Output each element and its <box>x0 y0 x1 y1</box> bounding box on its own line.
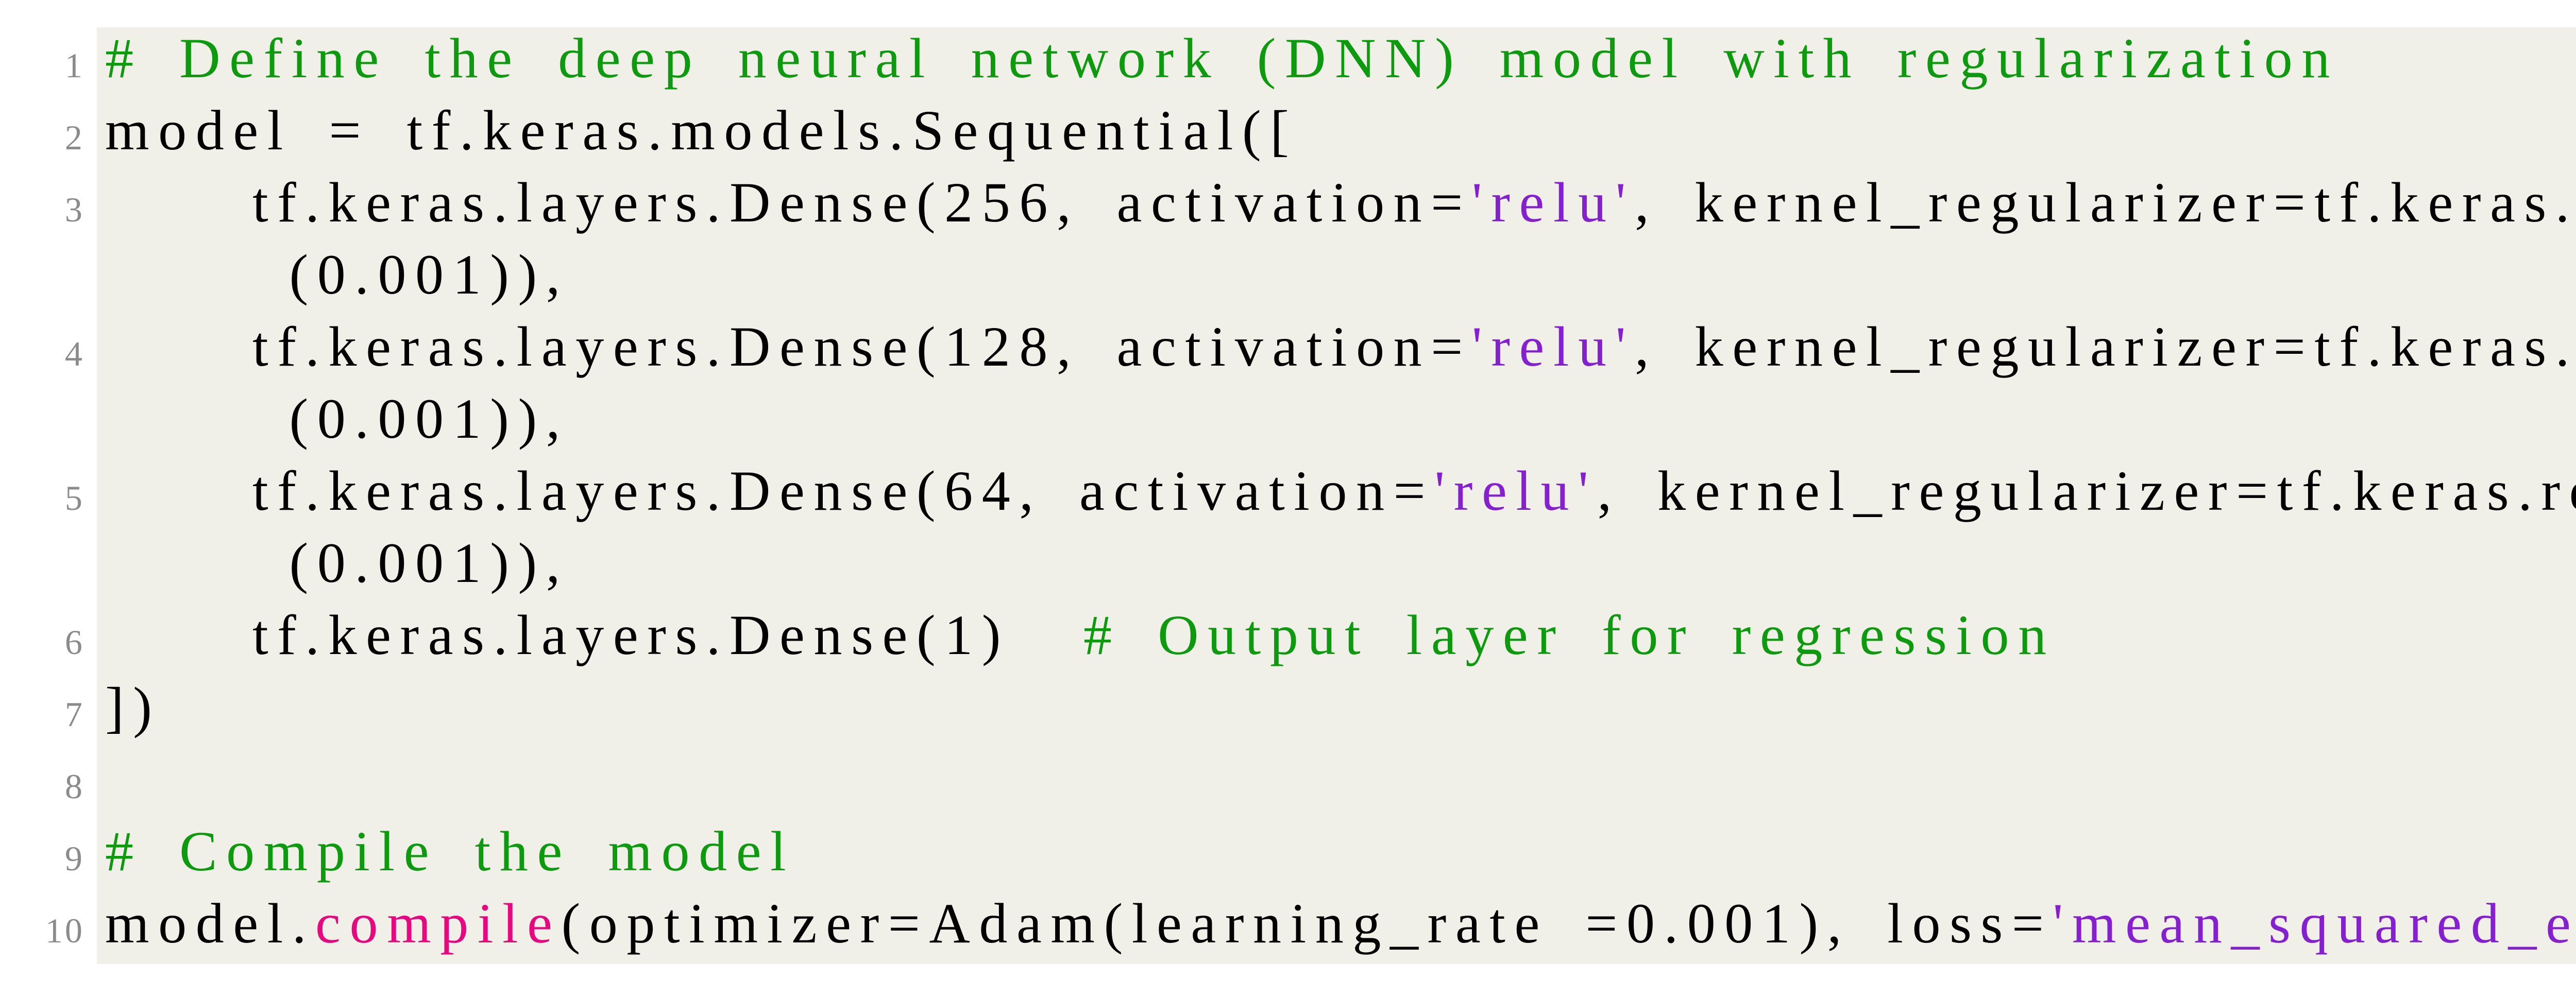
code-rows: # Define the deep neural network (DNN) m… <box>105 27 2576 959</box>
code-line: (0.001)), <box>105 527 2576 599</box>
line-number: 4 <box>64 334 84 373</box>
code-line: tf.keras.layers.Dense(128, activation='r… <box>105 311 2576 383</box>
line-number: 6 <box>64 623 84 662</box>
line-number <box>0 246 84 318</box>
line-number: 2 <box>64 118 84 157</box>
line-number: 1 <box>64 46 84 85</box>
code-segment-code: (0.001)), <box>105 387 569 450</box>
code-line: tf.keras.layers.Dense(64, activation='re… <box>105 455 2576 527</box>
code-segment-string: 'relu' <box>1471 315 1635 378</box>
code-line: # Compile the model <box>105 815 2576 887</box>
code-segment-code: tf.keras.layers.Dense(128, activation= <box>105 315 1472 378</box>
code-segment-code: ]) <box>105 676 161 738</box>
code-segment-code: tf.keras.layers.Dense(1) <box>105 604 1083 666</box>
line-number: 8 <box>64 767 84 806</box>
code-line: model.compile(optimizer=Adam(learning_ra… <box>105 887 2576 959</box>
code-segment-comment: # Compile the model <box>105 820 795 883</box>
code-line: # Define the deep neural network (DNN) m… <box>105 27 2576 94</box>
line-number: 10 <box>45 911 84 950</box>
code-line <box>105 743 2576 815</box>
code-segment-code: tf.keras.layers.Dense(256, activation= <box>105 171 1472 234</box>
code-line: (0.001)), <box>105 383 2576 455</box>
code-line: tf.keras.layers.Dense(1) # Output layer … <box>105 599 2576 671</box>
code-line: model = tf.keras.models.Sequential([ <box>105 94 2576 166</box>
line-number-gutter: 1 2 3 4 5 6 7 8 9 10 <box>0 27 97 964</box>
line-number <box>0 390 84 462</box>
code-box: # Define the deep neural network (DNN) m… <box>97 27 2576 964</box>
code-segment-comment: # Output layer for regression <box>1083 604 2056 666</box>
code-line: (0.001)), <box>105 238 2576 311</box>
code-segment-code: (0.001)), <box>105 243 569 306</box>
line-number: 5 <box>64 478 84 518</box>
code-segment-code: (optimizer=Adam(learning_rate =0.001), l… <box>561 892 2053 955</box>
code-segment-code: (0.001)), <box>105 531 569 594</box>
code-segment-code: , kernel_regularizer=tf.keras.regularize… <box>1635 315 2576 378</box>
line-number <box>0 534 84 606</box>
code-segment-code: , kernel_regularizer=tf.keras.regularize… <box>1635 171 2576 234</box>
code-segment-string: 'relu' <box>1434 459 1598 522</box>
code-line: tf.keras.layers.Dense(256, activation='r… <box>105 166 2576 238</box>
code-segment-comment: # Define the deep neural network (DNN) m… <box>105 27 2339 90</box>
code-segment-code: tf.keras.layers.Dense(64, activation= <box>105 459 1435 522</box>
line-number-rows: 1 2 3 4 5 6 7 8 9 10 <box>0 22 84 959</box>
line-number: 7 <box>64 695 84 734</box>
code-segment-string: 'mean_squared_error' <box>2053 892 2576 955</box>
line-number: 3 <box>64 190 84 229</box>
code-segment-code: model. <box>105 892 316 955</box>
code-segment-code: model = tf.keras.models.Sequential([ <box>105 99 1298 162</box>
code-line: ]) <box>105 671 2576 743</box>
line-number: 9 <box>64 839 84 878</box>
code-segment-string: 'relu' <box>1471 171 1635 234</box>
code-segment-code: , kernel_regularizer=tf.keras.regularize… <box>1597 459 2576 522</box>
code-segment-function: compile <box>315 892 562 955</box>
